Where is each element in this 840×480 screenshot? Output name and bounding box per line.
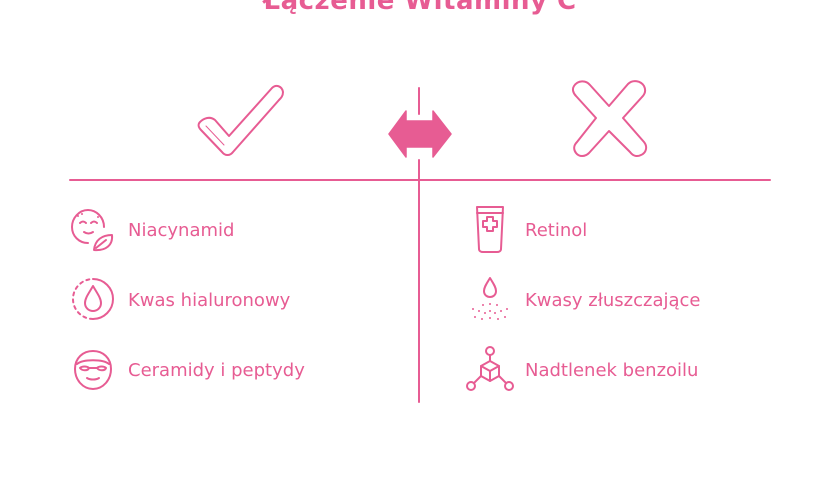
list-item-nadtlenek: Nadtlenek benzoilu bbox=[465, 345, 698, 395]
list-item-retinol: Retinol bbox=[465, 205, 587, 255]
page-title: Łączenie Witaminy C bbox=[263, 0, 577, 16]
list-item-kwasy-zluszczajace: Kwasy złuszczające bbox=[465, 275, 700, 325]
face-leaf-icon bbox=[71, 209, 114, 252]
incompatible-label-3: Nadtlenek benzoilu bbox=[525, 359, 699, 381]
list-item-niacynamid: Niacynamid bbox=[68, 205, 234, 255]
tube-icon bbox=[476, 206, 504, 253]
check-icon bbox=[197, 84, 284, 156]
compatible-label-1: Niacynamid bbox=[128, 219, 235, 241]
compatible-label-3: Ceramidy i peptydy bbox=[128, 359, 305, 381]
compatible-label-2: Kwas hialuronowy bbox=[128, 289, 291, 311]
double-arrow-icon bbox=[388, 110, 452, 158]
face-mask-icon bbox=[74, 350, 112, 390]
incompatible-label-1: Retinol bbox=[525, 219, 588, 241]
drop-spray-icon bbox=[472, 277, 508, 320]
incompatible-label-2: Kwasy złuszczające bbox=[525, 289, 701, 311]
molecule-icon bbox=[466, 346, 514, 391]
list-item-ceramidy: Ceramidy i peptydy bbox=[68, 345, 305, 395]
drop-circle-icon bbox=[72, 278, 114, 320]
list-item-kwas-hialuronowy: Kwas hialuronowy bbox=[68, 275, 290, 325]
cross-icon bbox=[571, 80, 648, 157]
